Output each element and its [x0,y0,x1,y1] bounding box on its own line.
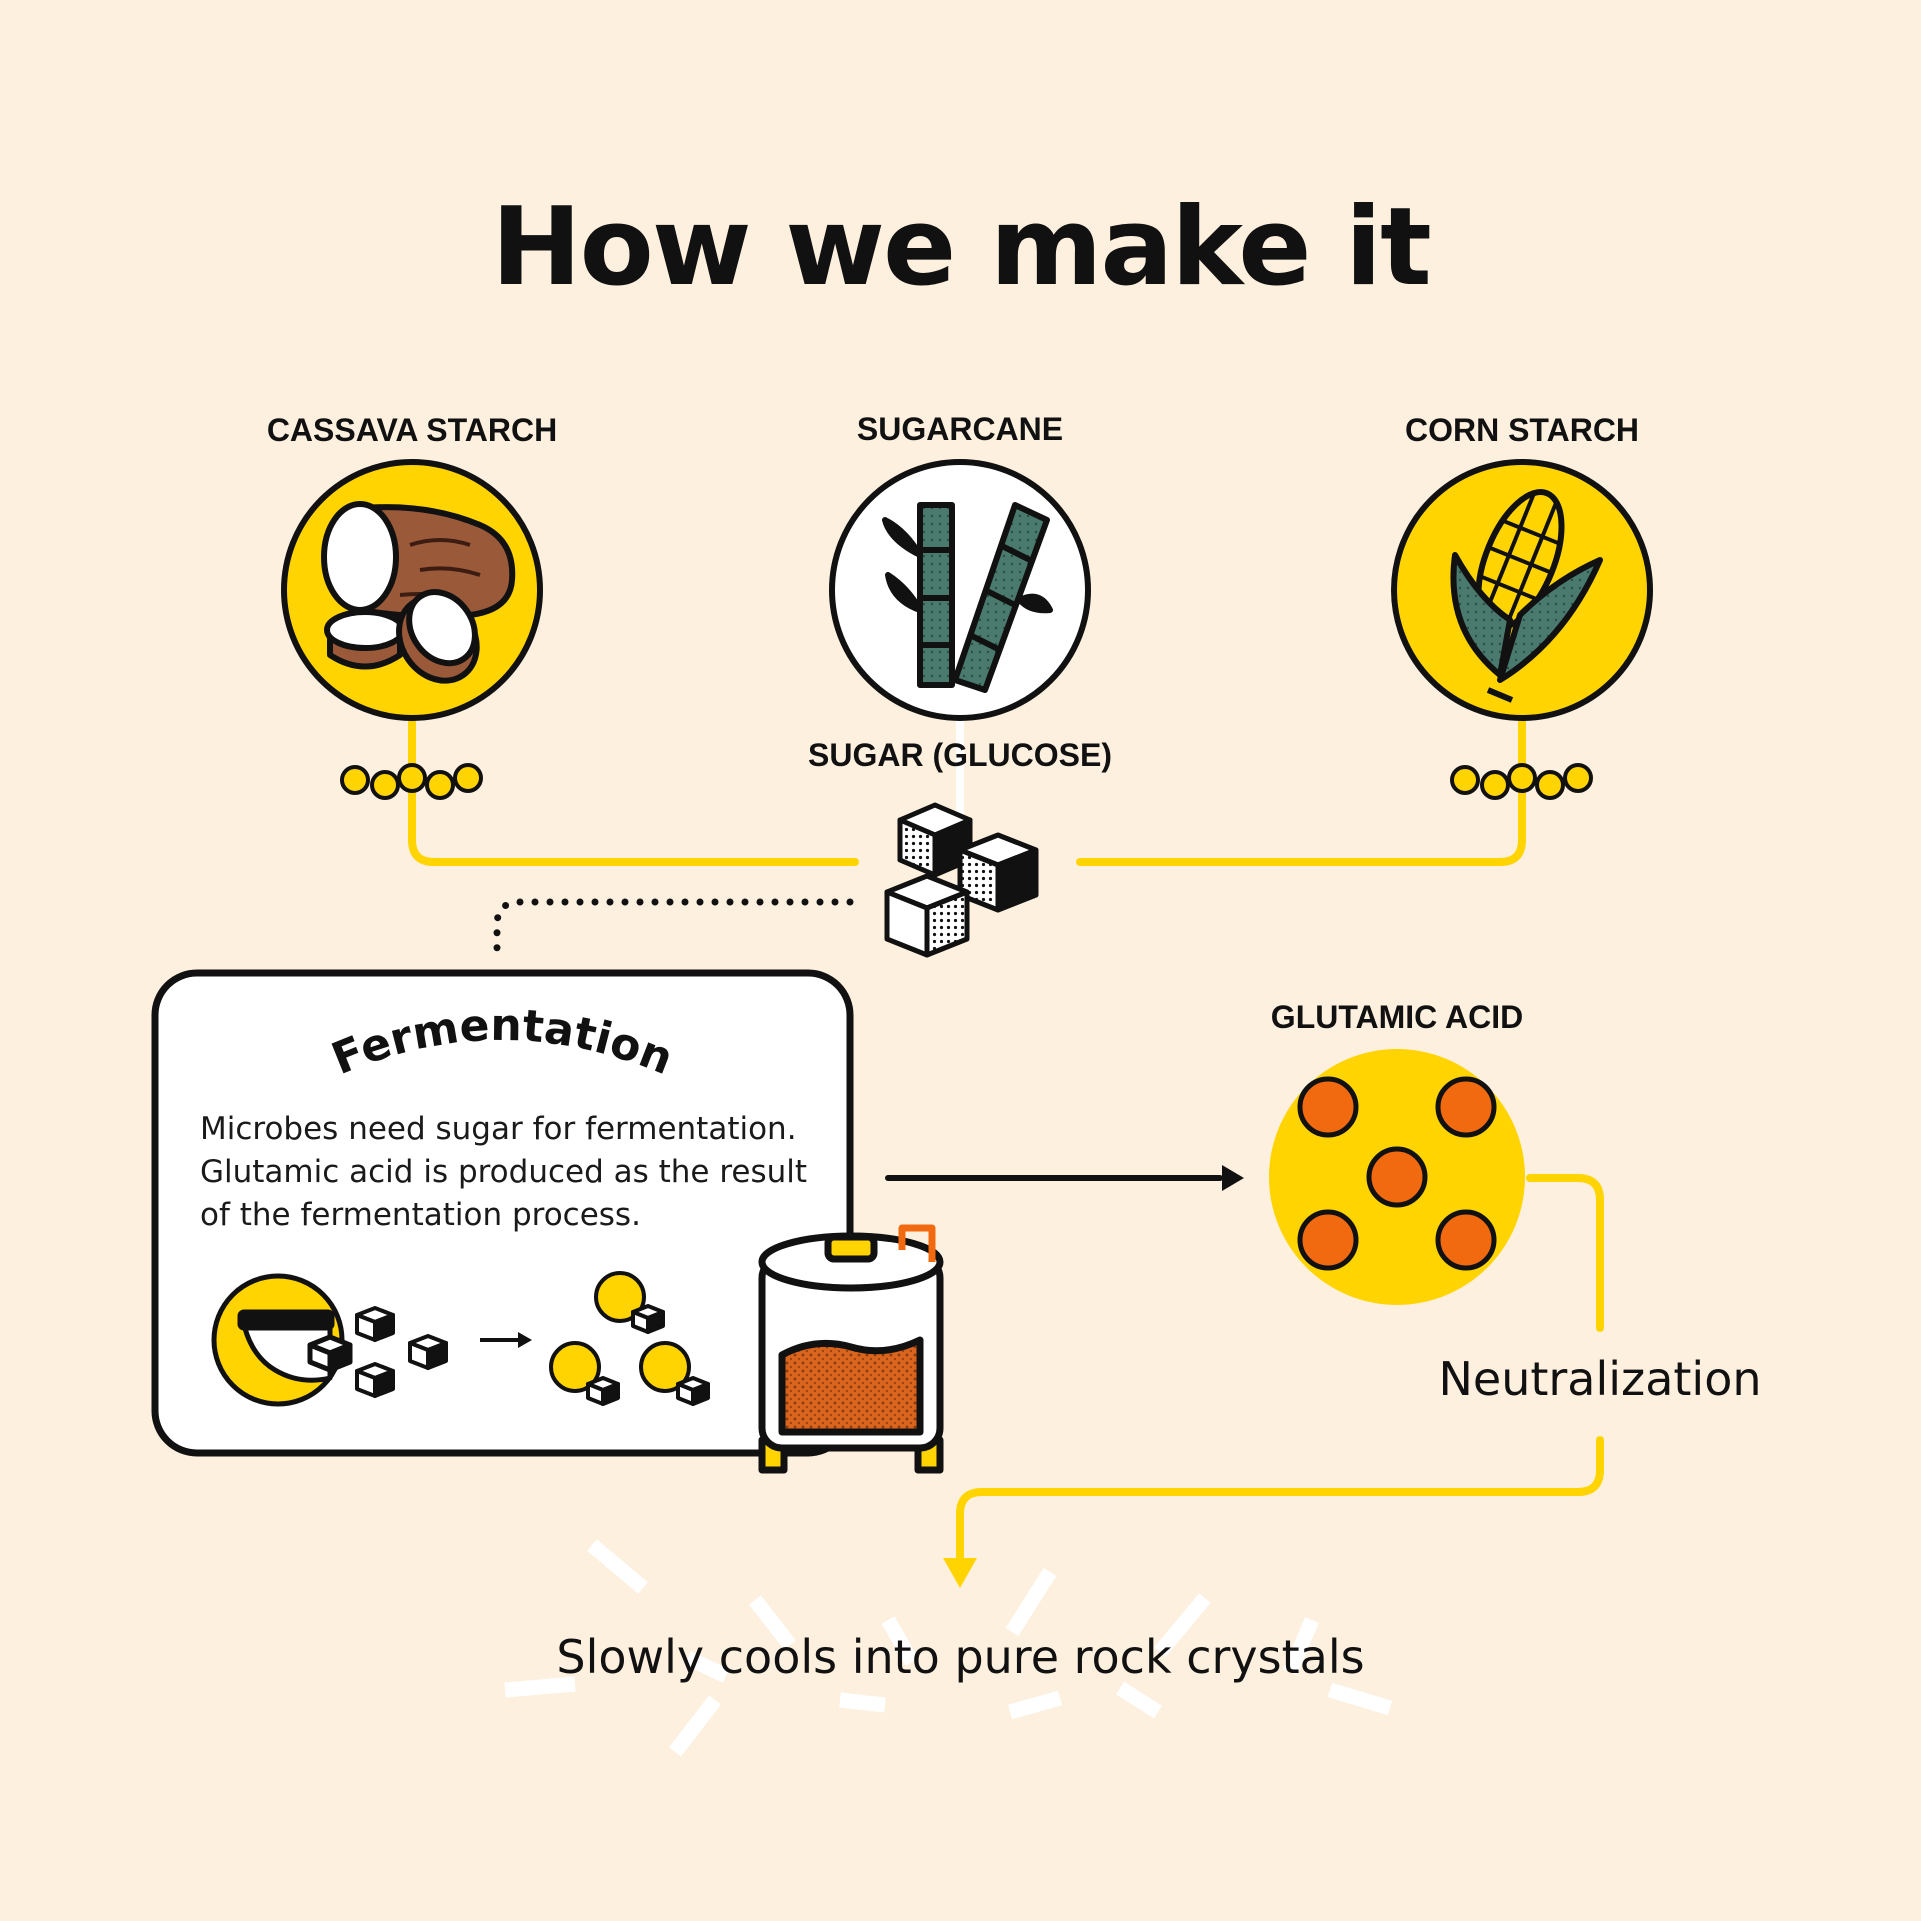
glutamic-acid-label: GLUTAMIC ACID [1270,999,1524,1035]
glutamic-acid-icon [1269,1049,1525,1305]
glutamic-product-icon [549,1271,710,1406]
corn-starch-label: CORN STARCH [1404,412,1640,448]
neutralization-label: Neutralization [1438,1352,1762,1406]
sugar-glucose-label: SUGAR (GLUCOSE) [808,737,1112,773]
cassava-starch-label: CASSAVA STARCH [266,412,558,448]
crystal-rays [504,1539,1393,1757]
starch-beads-right [1450,763,1593,800]
sugarcane-icon [829,459,1091,721]
page-title: How we make it [491,185,1431,310]
fermentation-tank-icon [758,1224,944,1474]
result-label: Slowly cools into pure rock crystals [556,1630,1365,1684]
starch-beads-left [340,763,483,800]
fermentation-heading: Fermentation [325,1000,680,1085]
small-sugar-cubes-icon [355,1306,448,1398]
fermentation-description: Microbes need sugar for fermentation. Gl… [200,1111,808,1233]
microbe-icon [211,1273,353,1407]
sugar-cubes-icon [884,802,1039,958]
flow-connectors [408,686,1604,1564]
small-arrow-icon [480,1332,532,1348]
arrow-head-icon [1222,1165,1244,1191]
arrow-down-icon [943,1558,977,1588]
corn-icon [1391,459,1653,721]
sugarcane-label: SUGARCANE [856,411,1064,447]
cassava-icon [281,459,543,721]
